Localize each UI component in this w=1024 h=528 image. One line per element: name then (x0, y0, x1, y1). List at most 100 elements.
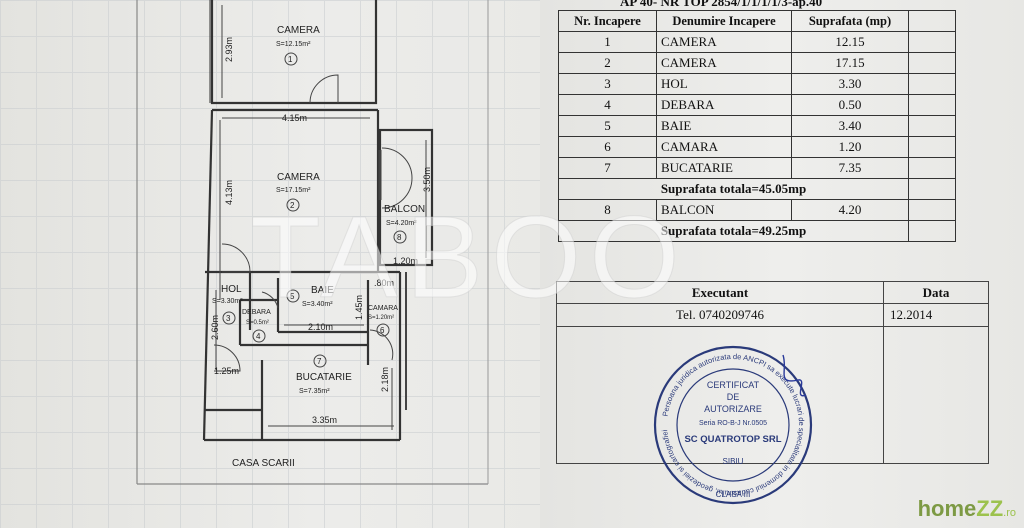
data-header: Data (883, 281, 989, 304)
dim-415: 4.15m (282, 113, 307, 123)
empty-cell (908, 136, 956, 158)
cell-nr: 3 (558, 73, 657, 95)
executant-date: 12.2014 (883, 303, 989, 327)
stamp-serie: Seria RO-B-J Nr.0505 (699, 420, 767, 427)
header-nr: Nr. Incapere (558, 10, 657, 32)
cell-nr: 1 (558, 31, 657, 53)
dim-260: 2.60m (210, 315, 220, 340)
cell-name: BAIE (656, 115, 792, 137)
brand-home: home (917, 496, 977, 521)
cell-nr: 4 (558, 94, 657, 116)
stamp-city: SIBIU (723, 457, 744, 466)
empty-cell (908, 10, 956, 32)
dim-145: 1.45m (354, 295, 364, 320)
rooms-table: Nr. Incapere Denumire Incapere Suprafata… (558, 10, 956, 242)
empty-cell (908, 115, 956, 137)
cell-area: 3.40 (791, 115, 909, 137)
room-5-label: BAIE (311, 285, 334, 296)
homezz-logo: homeZZ.ro (918, 496, 1016, 522)
cell-area: 17.15 (791, 52, 909, 74)
empty-cell (908, 52, 956, 74)
stamp-line2: DE (727, 392, 740, 402)
room-4-label: DEBARA (242, 309, 271, 316)
dim-125: 1.25m (214, 366, 239, 376)
cell-nr: 2 (558, 52, 657, 74)
stamp-company: SC QUATROTOP SRL (684, 434, 781, 445)
empty-cell (908, 31, 956, 53)
dim-335: 3.35m (312, 415, 337, 425)
room-2-label: CAMERA (277, 172, 320, 183)
room-3-area: S=3.30m² (212, 298, 243, 305)
cell-name: CAMERA (656, 31, 792, 53)
brand-ro: .ro (1003, 507, 1016, 519)
empty-cell (908, 178, 956, 200)
stamp-line3: AUTORIZARE (704, 404, 762, 414)
header-denumire: Denumire Incapere (656, 10, 792, 32)
room-2-num: 2 (290, 201, 295, 210)
room-4-num: 4 (256, 332, 261, 341)
room-3-label: HOL (221, 284, 242, 295)
stair-label: CASA SCARII (232, 458, 295, 469)
dim-350: 3.50m (422, 167, 432, 192)
cell-area: 3.30 (791, 73, 909, 95)
cell-area: 7.35 (791, 157, 909, 179)
cell-nr: 5 (558, 115, 657, 137)
executant-phone: Tel. 0740209746 (556, 303, 884, 327)
stamp-clasa: CLASA III (716, 490, 751, 499)
dim-80: .80m (374, 278, 394, 288)
empty-cell (908, 73, 956, 95)
blank-cell (883, 326, 989, 464)
room-5-num: 5 (290, 292, 295, 301)
dim-293: 2.93m (224, 37, 234, 62)
room-1-num: 1 (288, 55, 293, 64)
dim-413: 4.13m (224, 180, 234, 205)
cell-nr: 7 (558, 157, 657, 179)
room-8-area: S=4.20m² (386, 220, 417, 227)
dim-218: 2.18m (380, 367, 390, 392)
room-7-num: 7 (317, 357, 322, 366)
room-7-area: S=7.35m² (299, 388, 330, 395)
cell-name: DEBARA (656, 94, 792, 116)
empty-cell (908, 220, 956, 242)
empty-cell (908, 157, 956, 179)
room-8-num: 8 (397, 233, 402, 242)
empty-cell (908, 199, 956, 221)
room-6-num: 6 (380, 326, 385, 335)
room-1-area: S=12.15m² (276, 41, 311, 48)
room-1-label: CAMERA (277, 25, 320, 36)
room-4-area: S=0.5m² (246, 320, 269, 326)
cell-name: CAMERA (656, 52, 792, 74)
empty-cell (908, 94, 956, 116)
room-6-area: S=1.20m² (368, 315, 394, 321)
cell-area: 12.15 (791, 31, 909, 53)
room-8-label: BALCON (384, 204, 425, 215)
room-2-area: S=17.15m² (276, 187, 311, 194)
dim-120: 1.20m (393, 256, 418, 266)
dim-210: 2.10m (308, 322, 333, 332)
cell-name: BUCATARIE (656, 157, 792, 179)
taboo-watermark: TABOO (249, 192, 688, 323)
header-suprafata: Suprafata (mp) (791, 10, 909, 32)
room-5-area: S=3.40m² (302, 301, 333, 308)
cell-area: 4.20 (791, 199, 909, 221)
total-row: Suprafata totala=49.25mp (558, 220, 956, 242)
floor-plan: CAMERA S=12.15m² 1 CAMERA S=17.15m² 2 HO… (136, 0, 489, 485)
executant-table: Executant Data Tel. 0740209746 12.2014 (556, 281, 989, 464)
cell-name: HOL (656, 73, 792, 95)
cell-name: CAMARA (656, 136, 792, 158)
cell-area: 1.20 (791, 136, 909, 158)
rooms-table-header: Nr. Incapere Denumire Incapere Suprafata… (558, 10, 956, 32)
authorization-stamp: Persoana juridica autorizata de ANCPI sa… (653, 345, 813, 505)
rooms-table-title: AP 40- NR TOP 2854/1/1/1/1/3-ap.40 (620, 0, 823, 9)
stamp-area (556, 326, 884, 464)
room-6-label: CAMARA (368, 305, 398, 312)
brand-zz: ZZ (976, 496, 1004, 521)
room-3-num: 3 (226, 314, 231, 323)
